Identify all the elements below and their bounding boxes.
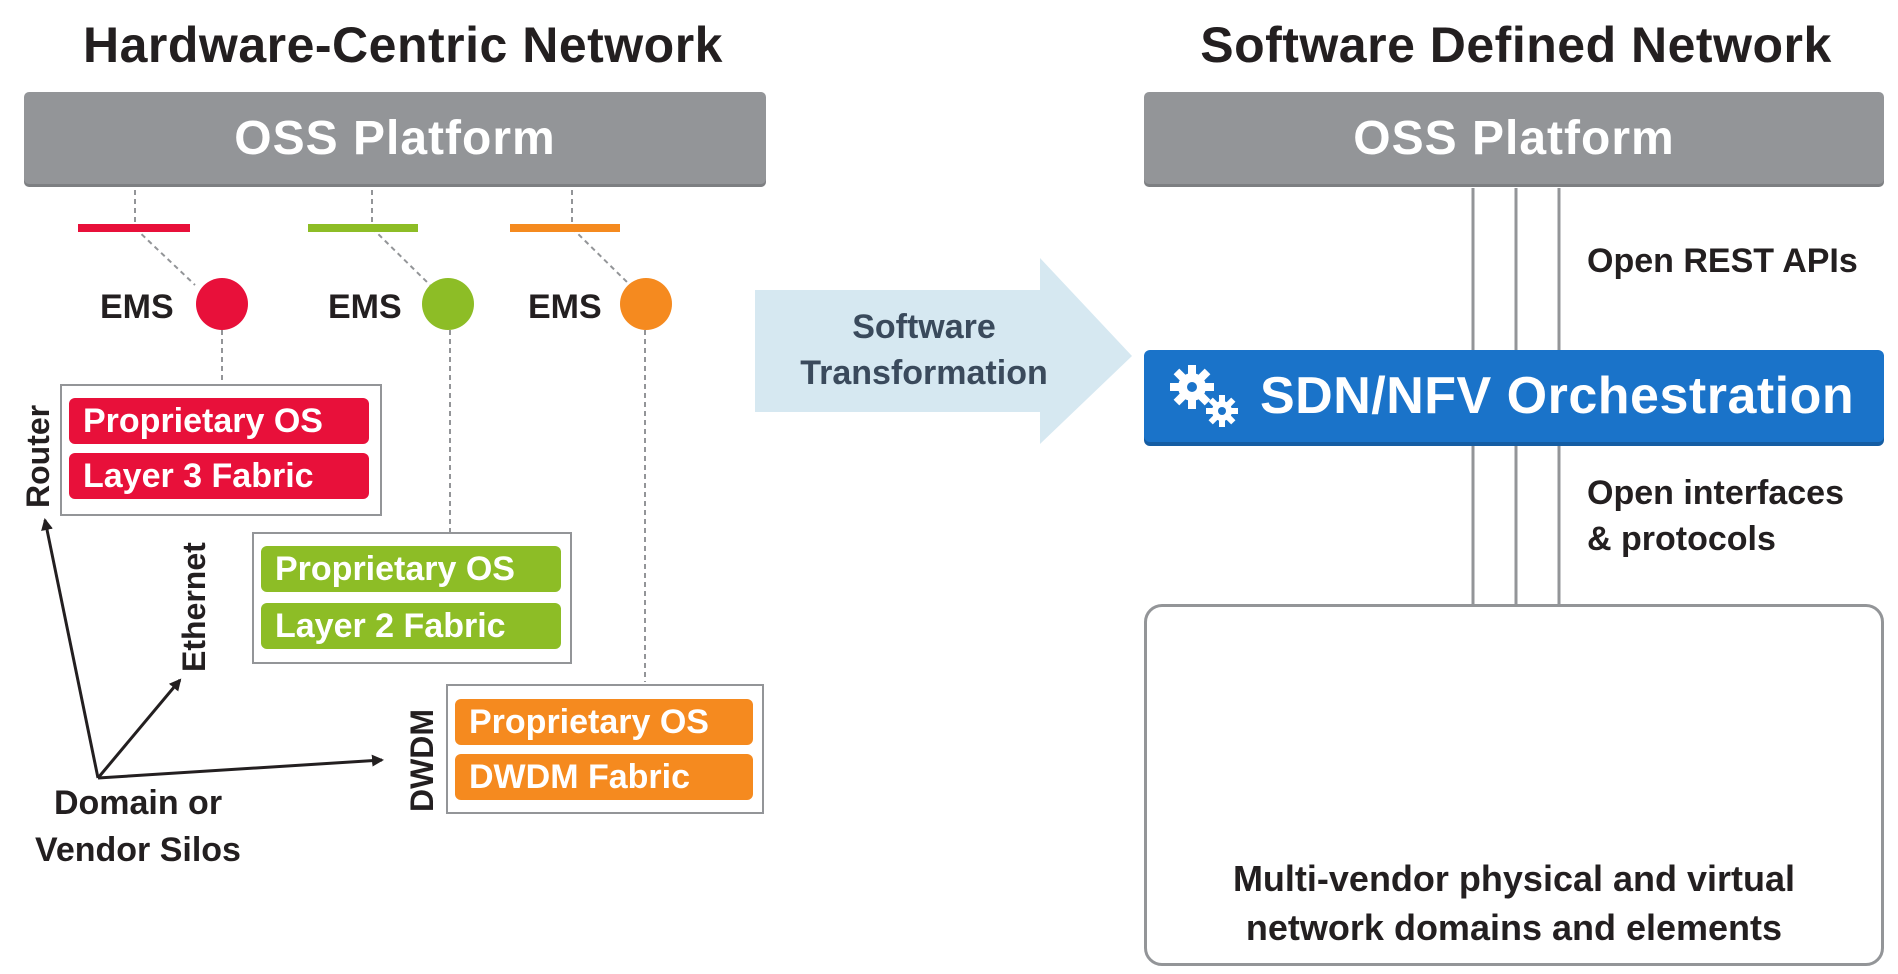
dwdm-fabric-pill: DWDM Fabric [455, 754, 753, 800]
transformation-arrow [755, 258, 1132, 444]
interfaces-label: Open interfaces & protocols [1587, 470, 1844, 562]
router-fabric-pill: Layer 3 Fabric [69, 453, 369, 499]
transformation-label: Software Transformation [774, 304, 1074, 396]
ems-label-orange: EMS [528, 288, 602, 326]
caption-line-2: network domains and elements [1245, 907, 1783, 948]
dwdm-os-pill: Proprietary OS [455, 699, 753, 745]
dwdm-box: Proprietary OS DWDM Fabric [446, 684, 764, 814]
ems-label-green: EMS [328, 288, 402, 326]
orchestration-label: SDN/NFV Orchestration [1260, 367, 1855, 425]
ethernet-axis-label: Ethernet [176, 542, 212, 672]
gears-icon [1164, 361, 1244, 431]
transformation-line-2: Transformation [800, 354, 1048, 392]
ems-dot-green [422, 278, 474, 330]
silos-label: Domain or Vendor Silos [20, 780, 256, 874]
right-title: Software Defined Network [1200, 17, 1832, 73]
right-oss-platform: OSS Platform [1144, 92, 1884, 184]
network-caption: Multi-vendor physical and virtual networ… [1144, 854, 1884, 952]
ethernet-fabric-pill: Layer 2 Fabric [261, 603, 561, 649]
network-domains-box [1144, 604, 1884, 966]
ems-dot-orange [620, 278, 672, 330]
api-lines [1471, 188, 1561, 604]
ethernet-os-pill: Proprietary OS [261, 546, 561, 592]
silos-line-2: Vendor Silos [35, 831, 241, 869]
router-axis-label: Router [20, 404, 56, 508]
rest-apis-label: Open REST APIs [1587, 242, 1858, 280]
interfaces-line-1: Open interfaces [1587, 474, 1844, 512]
ems-label-red: EMS [100, 288, 174, 326]
ethernet-box: Proprietary OS Layer 2 Fabric [252, 532, 572, 664]
caption-line-1: Multi-vendor physical and virtual [1232, 858, 1796, 899]
transformation-line-1: Software [852, 308, 996, 346]
dwdm-axis-label: DWDM [404, 708, 440, 812]
router-box: Proprietary OS Layer 3 Fabric [60, 384, 382, 516]
interfaces-line-2: & protocols [1587, 520, 1776, 558]
router-os-pill: Proprietary OS [69, 398, 369, 444]
orchestration-bar: SDN/NFV Orchestration [1144, 350, 1884, 442]
silos-line-1: Domain or [53, 784, 223, 822]
left-title: Hardware-Centric Network [83, 17, 723, 73]
ems-connectors [134, 190, 646, 682]
ems-dot-red [196, 278, 248, 330]
silo-axes [41, 518, 384, 780]
left-oss-platform: OSS Platform [24, 92, 766, 184]
